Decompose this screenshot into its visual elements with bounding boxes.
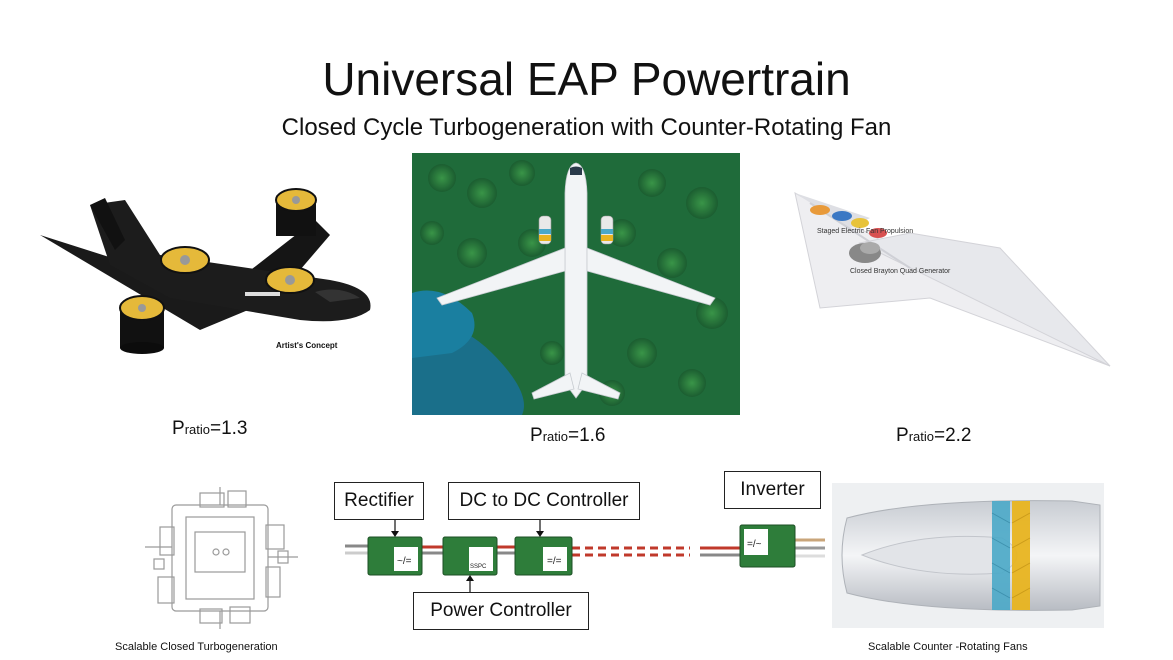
caption-turbogeneration: Scalable Closed Turbogeneration bbox=[115, 641, 278, 653]
pratio-label-3: Pratio=2.2 bbox=[896, 425, 972, 446]
svg-text:=/=: =/= bbox=[547, 556, 562, 567]
svg-text:=/~: =/~ bbox=[747, 539, 762, 550]
dcdc-controller-label: DC to DC Controller bbox=[448, 482, 640, 520]
evtol-concept-image bbox=[40, 188, 371, 354]
staged-fan-label: Staged Electric Fan Propulsion bbox=[817, 228, 913, 235]
caption-counter-rotating-fans: Scalable Counter -Rotating Fans bbox=[868, 641, 1028, 653]
svg-text:SSPC: SSPC bbox=[470, 564, 487, 570]
page-subtitle: Closed Cycle Turbogeneration with Counte… bbox=[281, 114, 892, 141]
supersonic-concept-image: Staged Electric Fan Propulsion Closed Br… bbox=[794, 192, 1111, 367]
powertrain-schematic: ~/= SSPC =/= =/~ bbox=[345, 520, 825, 592]
turbogeneration-drawing bbox=[145, 487, 298, 629]
svg-text:~/=: ~/= bbox=[397, 556, 412, 567]
lift-fan-icon bbox=[265, 266, 315, 294]
dcdc-module-icon: =/= bbox=[514, 536, 573, 576]
power-controller-module-icon: SSPC bbox=[442, 536, 498, 576]
staged-fan-icon bbox=[810, 205, 887, 238]
pratio-label-2: Pratio=1.6 bbox=[530, 425, 606, 446]
lift-fan-icon bbox=[160, 246, 210, 274]
page-title: Universal EAP Powertrain bbox=[322, 53, 851, 105]
inverter-label: Inverter bbox=[724, 471, 821, 509]
lift-fan-icon bbox=[275, 188, 317, 236]
generator-icon bbox=[849, 242, 881, 263]
transport-aircraft-image bbox=[412, 153, 740, 415]
pratio-label-1: Pratio=1.3 bbox=[172, 418, 248, 439]
rectifier-label: Rectifier bbox=[334, 482, 424, 520]
counter-rotating-fan-image bbox=[832, 483, 1104, 628]
artist-concept-note: Artist's Concept bbox=[276, 341, 338, 350]
lift-fan-icon bbox=[119, 295, 165, 354]
rectifier-module-icon: ~/= bbox=[367, 536, 423, 576]
inverter-module-icon: =/~ bbox=[739, 524, 796, 568]
power-controller-label: Power Controller bbox=[413, 592, 589, 630]
generator-label: Closed Brayton Quad Generator bbox=[850, 268, 951, 275]
